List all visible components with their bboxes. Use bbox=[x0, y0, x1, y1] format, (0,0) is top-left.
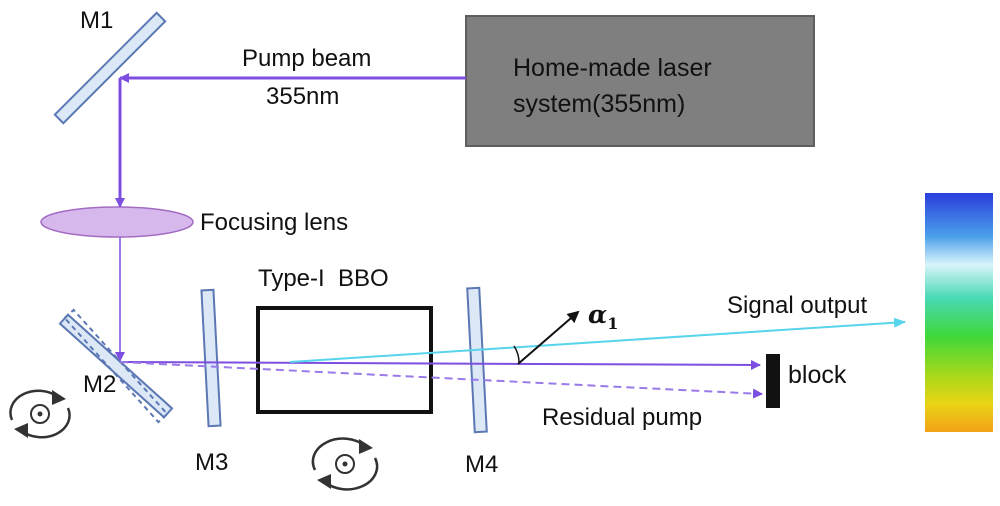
laser-label-line1: Home-made laser bbox=[513, 54, 712, 82]
mirror-m2 bbox=[58, 308, 174, 424]
focusing-lens-label: Focusing lens bbox=[200, 209, 348, 236]
block-label: block bbox=[788, 361, 847, 389]
laser-system: Home-made laser system(355nm) bbox=[465, 15, 815, 147]
residual-pump-beam bbox=[119, 361, 763, 399]
crystal-label: Type-I BBO bbox=[258, 265, 389, 292]
pump-beam-to-block bbox=[119, 359, 761, 370]
m4-label: M4 bbox=[465, 451, 498, 478]
m2-label: M2 bbox=[83, 371, 116, 398]
residual-pump-label: Residual pump bbox=[542, 404, 702, 431]
mirror-m4 bbox=[466, 286, 488, 434]
rotate-clockwise-icon bbox=[9, 389, 71, 439]
angle-symbol: α bbox=[588, 300, 607, 329]
mirror-m1 bbox=[53, 11, 167, 125]
m1-label: M1 bbox=[80, 7, 113, 34]
m3-label: M3 bbox=[195, 449, 228, 476]
mirror-m3 bbox=[200, 288, 222, 428]
pump-wavelength-label: 355nm bbox=[266, 83, 339, 110]
laser-box bbox=[465, 15, 815, 147]
beam-block bbox=[766, 354, 780, 408]
angle-arc bbox=[513, 345, 520, 364]
bbo-crystal bbox=[256, 306, 433, 414]
spectrum-bar bbox=[925, 193, 993, 432]
angle-label: α1 bbox=[588, 300, 618, 333]
angle-pointer-arrow bbox=[517, 310, 580, 365]
signal-output-beam bbox=[289, 317, 906, 363]
rotate-clockwise-icon bbox=[311, 437, 379, 491]
angle-subscript: 1 bbox=[607, 314, 618, 333]
focusing-lens bbox=[40, 206, 194, 238]
laser-label-line2: system(355nm) bbox=[513, 90, 685, 118]
pump-beam-label: Pump beam bbox=[242, 45, 371, 72]
signal-output-label: Signal output bbox=[727, 292, 867, 319]
